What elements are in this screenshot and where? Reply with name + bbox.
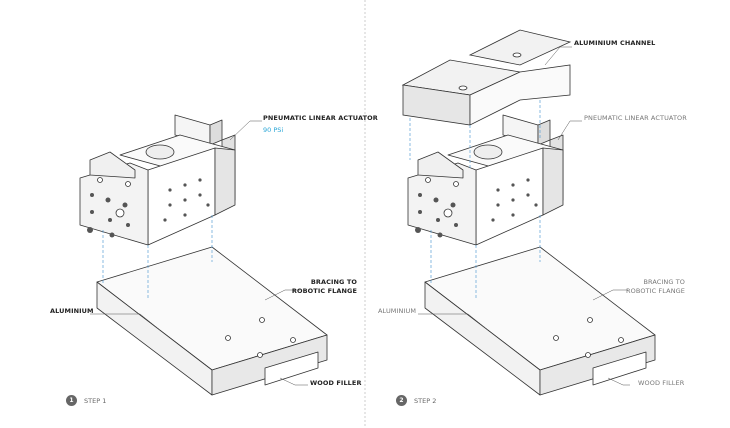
channel-guides xyxy=(409,100,541,170)
actuator-label-2: PNEUMATIC LINEAR ACTUATOR xyxy=(584,114,687,122)
step2-indicator: 2 STEP 2 xyxy=(396,395,436,406)
aluminium-channel xyxy=(401,29,572,126)
bracing-label-2: ROBOTIC FLANGE xyxy=(291,287,357,295)
bracing-label-1: BRACING TO xyxy=(310,278,357,286)
step1-indicator: 1 STEP 1 xyxy=(66,395,106,406)
bracing-label-2-2: ROBOTIC FLANGE xyxy=(626,287,685,295)
wood-filler-label: WOOD FILLER xyxy=(310,379,362,387)
step1-label: STEP 1 xyxy=(84,396,107,405)
step2-number: 2 xyxy=(396,395,407,406)
bracing-label-2-1: BRACING TO xyxy=(643,278,685,286)
channel-label: ALUMINIUM CHANNEL xyxy=(574,39,656,47)
aluminium-label: ALUMINIUM xyxy=(50,307,94,315)
step1-number: 1 xyxy=(66,395,77,406)
step1-assembly xyxy=(79,114,328,396)
step2-assembly xyxy=(407,114,656,396)
actuator-label: PNEUMATIC LINEAR ACTUATOR xyxy=(263,114,378,122)
aluminium-label-2: ALUMINIUM xyxy=(378,307,417,315)
step2-label: STEP 2 xyxy=(414,396,437,405)
wood-filler-label-2: WOOD FILLER xyxy=(638,379,685,387)
pressure-label: 90 PSi xyxy=(263,126,284,134)
leader-lines xyxy=(90,46,630,386)
